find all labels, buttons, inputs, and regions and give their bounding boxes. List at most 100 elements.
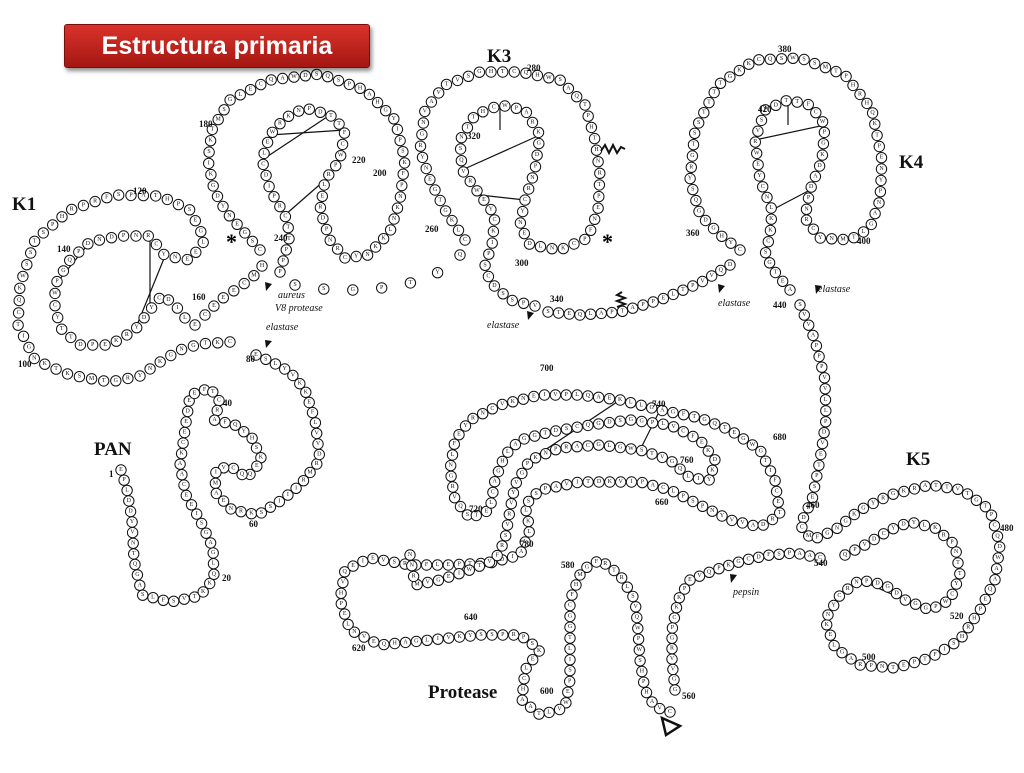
residue-699: E	[603, 393, 616, 405]
num-label-240: 240	[274, 233, 288, 243]
residue-624: V	[358, 631, 370, 643]
residue-254: Y	[431, 267, 444, 279]
residue-374: T	[708, 86, 720, 99]
residue-circle	[419, 105, 431, 118]
residue-letter: I	[196, 511, 198, 517]
residue-circle	[726, 514, 738, 527]
residue-letter: E	[700, 439, 704, 445]
residue-572: S	[634, 655, 646, 667]
residue-627: E	[339, 608, 351, 620]
residue-circle	[518, 227, 530, 240]
residue-circle	[125, 189, 137, 202]
residue-letter: P	[815, 343, 819, 349]
residue-513: R	[842, 583, 854, 595]
residue-circle	[179, 312, 191, 324]
residue-211: K	[377, 233, 390, 245]
residue-letter: G	[211, 183, 216, 189]
residue-circle	[496, 398, 508, 411]
residue-letter: S	[504, 533, 507, 539]
residue-778: S	[500, 530, 512, 542]
residue-letter: C	[766, 239, 770, 245]
residue-circle	[769, 475, 781, 487]
residue-445: P	[810, 340, 823, 352]
residue-circle	[930, 480, 942, 492]
residue-434: K	[764, 224, 777, 237]
residue-circle	[762, 236, 774, 248]
residue-letter: P	[400, 183, 404, 189]
residue-circle	[23, 341, 35, 354]
residue-circle	[314, 201, 327, 214]
residue-letter: T	[621, 308, 625, 314]
residue-489: Q	[984, 583, 996, 596]
residue-letter: E	[372, 639, 376, 645]
residue-671: N	[706, 505, 718, 517]
residue-letter: D	[809, 184, 814, 190]
residue-letter: E	[756, 162, 760, 168]
residue-circle	[656, 451, 668, 464]
residue-451: L	[820, 405, 832, 417]
residue-588: C	[564, 599, 576, 612]
residue-22: L	[207, 558, 220, 570]
residue-letter: R	[670, 646, 674, 652]
residue-circle	[640, 686, 653, 699]
residue-circle	[582, 476, 594, 488]
residue-circle	[217, 495, 230, 507]
residue-circle	[478, 194, 490, 206]
residue-letter: C	[341, 141, 345, 147]
residue-letter: V	[381, 557, 386, 563]
residue-letter: T	[702, 110, 706, 116]
residue-letter: L	[686, 473, 690, 479]
residue-letter: I	[437, 636, 439, 642]
residue-letter: M	[806, 533, 812, 539]
residue-11: G	[131, 569, 144, 581]
residue-letter: F	[773, 478, 777, 484]
residue-circle	[422, 576, 434, 589]
residue-circle	[142, 230, 155, 242]
residue-circle	[638, 676, 650, 688]
residue-letter: L	[625, 584, 629, 590]
residue-circle	[657, 482, 669, 494]
residue-circle	[994, 541, 1006, 553]
residue-letter: W	[52, 290, 58, 296]
residue-351: L	[667, 288, 679, 301]
residue-letter: G	[913, 601, 918, 607]
residue-323: V	[457, 166, 470, 178]
residue-circle	[477, 106, 489, 118]
residue-letter: C	[492, 217, 496, 223]
residue-212: K	[369, 241, 382, 253]
residue-letter: G	[821, 141, 826, 147]
num-label-60: 60	[249, 519, 259, 529]
residue-letter: T	[958, 571, 962, 577]
residue-78: K	[294, 378, 306, 390]
residue-letter: L	[451, 452, 455, 458]
residue-letter: A	[367, 91, 372, 97]
residue-118: F	[101, 192, 113, 204]
residue-letter: E	[119, 467, 123, 473]
disulfide-bond-5	[261, 114, 331, 161]
residue-295: F	[585, 224, 597, 237]
residue-circle	[165, 349, 177, 362]
residue-letter: L	[125, 487, 129, 493]
residue-letter: F	[691, 434, 695, 440]
residue-226: C	[336, 138, 349, 151]
residue-letter: T	[474, 513, 478, 519]
residue-300: L	[534, 241, 547, 253]
num-label-720: 720	[469, 504, 483, 514]
residue-circle	[698, 107, 710, 119]
residue-103: I	[17, 330, 30, 342]
residue-529: P	[946, 536, 958, 549]
residue-circle	[454, 500, 467, 513]
residue-703: P	[560, 389, 572, 401]
residue-249: S	[289, 279, 301, 291]
num-label-340: 340	[550, 294, 564, 304]
residue-circle	[254, 244, 266, 256]
residue-letter: T	[472, 115, 476, 121]
residue-circle	[585, 121, 598, 134]
residue-circle	[516, 467, 528, 480]
num-label-140: 140	[57, 244, 71, 254]
residue-743: G	[636, 415, 648, 428]
num-label-120: 120	[133, 186, 147, 196]
residue-circle	[657, 418, 669, 430]
residue-718: G	[445, 470, 457, 482]
residue-circle	[887, 662, 899, 674]
